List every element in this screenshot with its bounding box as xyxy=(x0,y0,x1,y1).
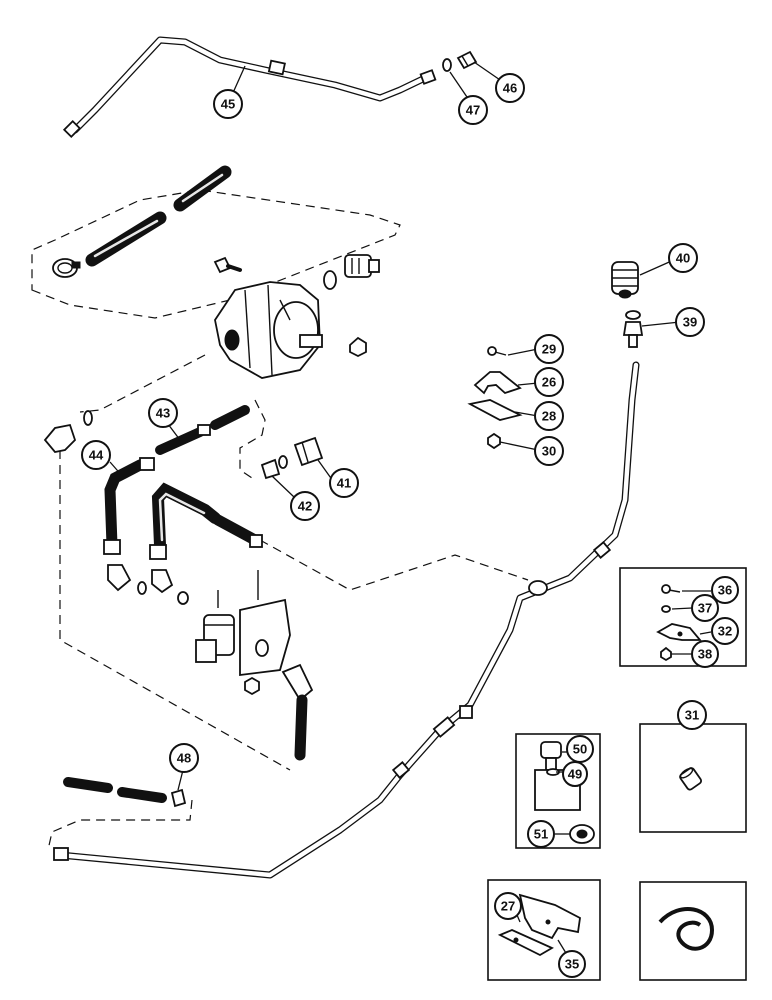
callout-41: 41 xyxy=(329,468,359,498)
o-ring-47 xyxy=(442,58,452,72)
callout-35: 35 xyxy=(558,950,586,978)
callout-44: 44 xyxy=(81,440,111,470)
callout-36: 36 xyxy=(711,576,739,604)
inset-box-31 xyxy=(639,723,747,833)
valve-block xyxy=(195,570,291,696)
callout-32: 32 xyxy=(711,617,739,645)
svg-text:27: 27 xyxy=(501,899,515,914)
nut-30 xyxy=(487,432,501,450)
coupler-41 xyxy=(293,436,324,467)
svg-text:31: 31 xyxy=(685,708,699,723)
svg-text:51: 51 xyxy=(534,827,548,842)
callout-45: 45 xyxy=(213,89,243,119)
hose-pieces-48 xyxy=(47,777,193,851)
svg-text:38: 38 xyxy=(698,647,712,662)
svg-text:28: 28 xyxy=(542,409,556,424)
svg-text:26: 26 xyxy=(542,375,556,390)
callout-38: 38 xyxy=(691,640,719,668)
callout-30: 30 xyxy=(534,436,564,466)
svg-text:48: 48 xyxy=(177,751,191,766)
hose-44 xyxy=(103,457,155,595)
long-return-tube xyxy=(53,361,640,879)
svg-text:47: 47 xyxy=(466,103,480,118)
svg-text:42: 42 xyxy=(298,499,312,514)
callout-42: 42 xyxy=(290,491,320,521)
svg-text:32: 32 xyxy=(718,624,732,639)
hose-z xyxy=(149,482,221,605)
callout-40: 40 xyxy=(668,243,698,273)
svg-text:29: 29 xyxy=(542,342,556,357)
callout-48: 48 xyxy=(169,743,199,773)
svg-text:41: 41 xyxy=(337,476,351,491)
nut-pump xyxy=(349,336,367,358)
hose-group-outline xyxy=(31,189,401,319)
callout-29: 29 xyxy=(534,334,564,364)
callout-26: 26 xyxy=(534,367,564,397)
svg-text:40: 40 xyxy=(676,251,690,266)
callout-39: 39 xyxy=(675,307,705,337)
hose-straight xyxy=(212,514,263,548)
callout-47: 47 xyxy=(458,95,488,125)
hydraulic-pump xyxy=(214,281,323,379)
fitting-39 xyxy=(622,310,644,348)
o-ring-upper xyxy=(323,270,337,290)
svg-text:36: 36 xyxy=(718,583,732,598)
callout-46: 46 xyxy=(495,73,525,103)
svg-text:43: 43 xyxy=(156,406,170,421)
svg-text:30: 30 xyxy=(542,444,556,459)
elbow-fitting-left xyxy=(43,410,93,453)
callout-27: 27 xyxy=(494,892,522,920)
callout-31: 31 xyxy=(677,700,707,730)
hose-upper xyxy=(85,165,232,267)
fitting-40 xyxy=(611,261,639,299)
hose-43 xyxy=(155,405,250,455)
bolt-upper xyxy=(213,256,242,274)
fitting-46 xyxy=(456,50,478,70)
svg-text:50: 50 xyxy=(573,742,587,757)
svg-text:44: 44 xyxy=(89,448,104,463)
clamp-26 xyxy=(473,371,522,395)
svg-text:46: 46 xyxy=(503,81,517,96)
elbow-hose-valve xyxy=(281,663,314,761)
hose-clamp xyxy=(52,258,81,278)
callout-28: 28 xyxy=(534,401,564,431)
svg-text:39: 39 xyxy=(683,315,697,330)
callout-37: 37 xyxy=(691,594,719,622)
routing-dashes xyxy=(59,354,529,771)
svg-text:35: 35 xyxy=(565,957,579,972)
inset-box-strap xyxy=(639,881,747,981)
svg-text:49: 49 xyxy=(568,767,582,782)
svg-text:45: 45 xyxy=(221,97,235,112)
callout-43: 43 xyxy=(148,398,178,428)
plate-28 xyxy=(467,399,523,421)
pump-fitting xyxy=(344,254,380,278)
screw-29 xyxy=(487,346,507,356)
steel-tube-45 xyxy=(62,36,437,139)
callout-49: 49 xyxy=(562,761,588,787)
svg-text:37: 37 xyxy=(698,601,712,616)
callout-50: 50 xyxy=(566,735,594,763)
adapter-42 xyxy=(260,455,288,480)
callout-51: 51 xyxy=(527,820,555,848)
